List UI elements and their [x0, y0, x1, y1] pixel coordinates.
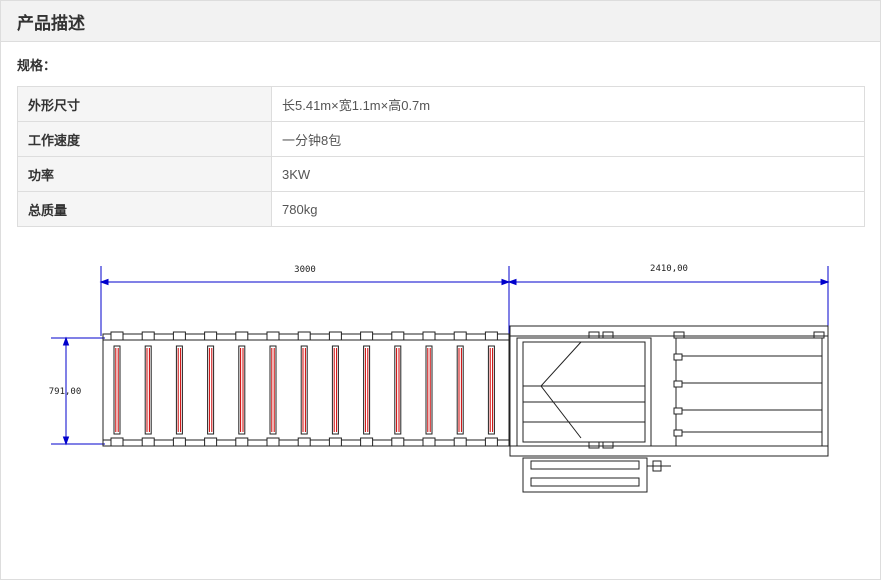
- roller-set: [110, 331, 498, 447]
- table-row: 总质量 780kg: [17, 191, 865, 227]
- roller-conveyor: [102, 331, 510, 447]
- spec-key: 功率: [17, 156, 272, 192]
- length-dimension-label: 3000: [294, 265, 316, 275]
- spec-value: 3KW: [271, 156, 865, 192]
- packing-machine: [509, 325, 829, 493]
- spec-value: 780kg: [271, 191, 865, 227]
- technical-drawing: 3000 2410,00 791,00: [49, 264, 830, 493]
- spec-value: 一分钟8包: [271, 121, 865, 157]
- spec-value: 长5.41m×宽1.1m×高0.7m: [271, 86, 865, 122]
- roller: [422, 331, 436, 447]
- spec-label: 规格：: [17, 59, 57, 74]
- roller: [110, 331, 124, 447]
- length-dimension: [99, 266, 830, 336]
- roller: [391, 331, 405, 447]
- spec-key: 工作速度: [17, 121, 272, 157]
- roller: [141, 331, 155, 447]
- panel-title: 产品描述: [17, 13, 85, 34]
- roller: [172, 331, 186, 447]
- roller: [328, 331, 342, 447]
- spec-key: 总质量: [17, 191, 272, 227]
- roller: [297, 331, 311, 447]
- spec-table: 外形尺寸 长5.41m×宽1.1m×高0.7m 工作速度 一分钟8包 功率 3K…: [17, 86, 865, 227]
- table-row: 工作速度 一分钟8包: [17, 121, 865, 157]
- roller: [360, 331, 374, 447]
- roller: [204, 331, 218, 447]
- width-dimension: [51, 336, 105, 446]
- panel-header: 产品描述: [1, 1, 880, 42]
- roller: [266, 331, 280, 447]
- table-row: 功率 3KW: [17, 156, 865, 192]
- roller: [235, 331, 249, 447]
- table-row: 外形尺寸 长5.41m×宽1.1m×高0.7m: [17, 86, 865, 122]
- width-dimension-label: 791,00: [49, 387, 82, 397]
- length2-dimension-label: 2410,00: [650, 264, 688, 274]
- roller: [453, 331, 467, 447]
- spec-key: 外形尺寸: [17, 86, 272, 122]
- roller: [484, 331, 498, 447]
